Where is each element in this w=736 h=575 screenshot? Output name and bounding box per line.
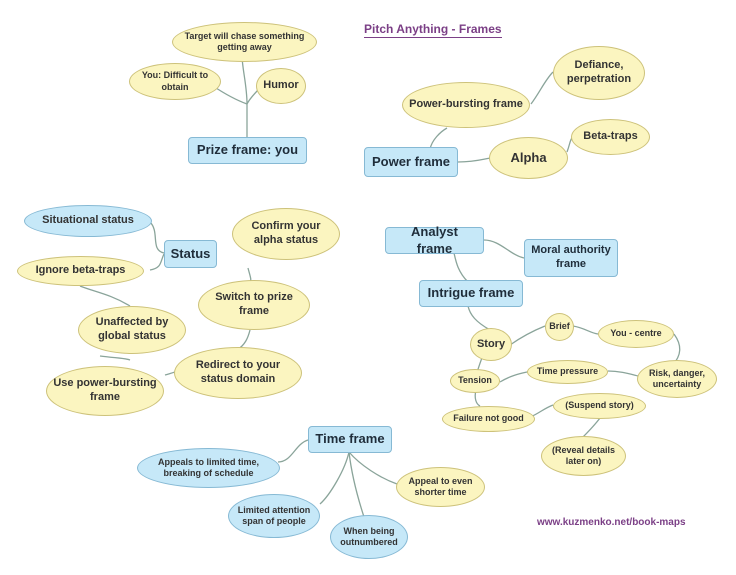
connector (530, 71, 554, 105)
suspend-story-node[interactable]: (Suspend story) (553, 393, 646, 419)
connector (483, 239, 525, 259)
connector (319, 451, 350, 505)
limited-attention-node[interactable]: Limited attention span of people (228, 494, 320, 538)
power-frame-node[interactable]: Power frame (364, 147, 458, 177)
redirect-domain-node[interactable]: Redirect to your status domain (174, 347, 302, 399)
connector (277, 439, 309, 463)
connector (241, 54, 248, 137)
connector (572, 325, 599, 335)
connector (212, 85, 248, 105)
story-node[interactable]: Story (470, 328, 512, 361)
intrigue-frame-node[interactable]: Intrigue frame (419, 280, 523, 307)
prize-frame-node[interactable]: Prize frame: you (188, 137, 307, 164)
analyst-frame-node[interactable]: Analyst frame (385, 224, 484, 256)
situational-status-node[interactable]: Situational status (24, 205, 152, 237)
connector (149, 221, 165, 254)
tension-node[interactable]: Tension (450, 369, 500, 393)
you-centre-node[interactable]: You - centre (598, 320, 674, 348)
connector (581, 417, 601, 439)
difficult-obtain-node[interactable]: You: Difficult to obtain (129, 63, 221, 100)
alpha-node[interactable]: Alpha (489, 137, 568, 179)
reveal-details-node[interactable]: (Reveal details later on) (541, 436, 626, 476)
connector (149, 253, 165, 271)
humor-node[interactable]: Humor (256, 68, 306, 104)
footer-url: www.kuzmenko.net/book-maps (537, 517, 686, 528)
beta-traps-right-node[interactable]: Beta-traps (571, 119, 650, 155)
connector (99, 355, 131, 361)
risk-danger-node[interactable]: Risk, danger, uncertainty (637, 360, 717, 398)
status-node[interactable]: Status (164, 240, 217, 268)
connector (79, 285, 131, 307)
switch-prize-node[interactable]: Switch to prize frame (198, 280, 310, 330)
confirm-alpha-node[interactable]: Confirm your alpha status (232, 208, 340, 260)
moral-authority-node[interactable]: Moral authority frame (524, 239, 618, 277)
page-title: Pitch Anything - Frames (364, 22, 502, 38)
time-pressure-node[interactable]: Time pressure (527, 360, 608, 384)
use-power-bursting-node[interactable]: Use power-bursting frame (46, 366, 164, 416)
failure-not-good-node[interactable]: Failure not good (442, 406, 535, 432)
brief-node[interactable]: Brief (545, 313, 574, 341)
power-bursting-node[interactable]: Power-bursting frame (402, 82, 530, 128)
connector (509, 325, 546, 346)
connector (429, 127, 448, 150)
connector (348, 451, 366, 521)
outnumbered-node[interactable]: When being outnumbered (330, 515, 408, 559)
unaffected-global-node[interactable]: Unaffected by global status (78, 306, 186, 354)
target-chase-node[interactable]: Target will chase something getting away (172, 22, 317, 62)
time-frame-node[interactable]: Time frame (308, 426, 392, 453)
connector (348, 451, 398, 485)
connector (467, 305, 491, 331)
defiance-node[interactable]: Defiance, perpetration (553, 46, 645, 100)
appeal-shorter-node[interactable]: Appeal to even shorter time (396, 467, 485, 507)
connector (499, 371, 528, 383)
connector (607, 370, 639, 377)
connector (453, 252, 469, 283)
ignore-beta-traps-node[interactable]: Ignore beta-traps (17, 256, 144, 286)
appeals-limited-node[interactable]: Appeals to limited time, breaking of sch… (137, 448, 280, 488)
connector (457, 157, 493, 163)
